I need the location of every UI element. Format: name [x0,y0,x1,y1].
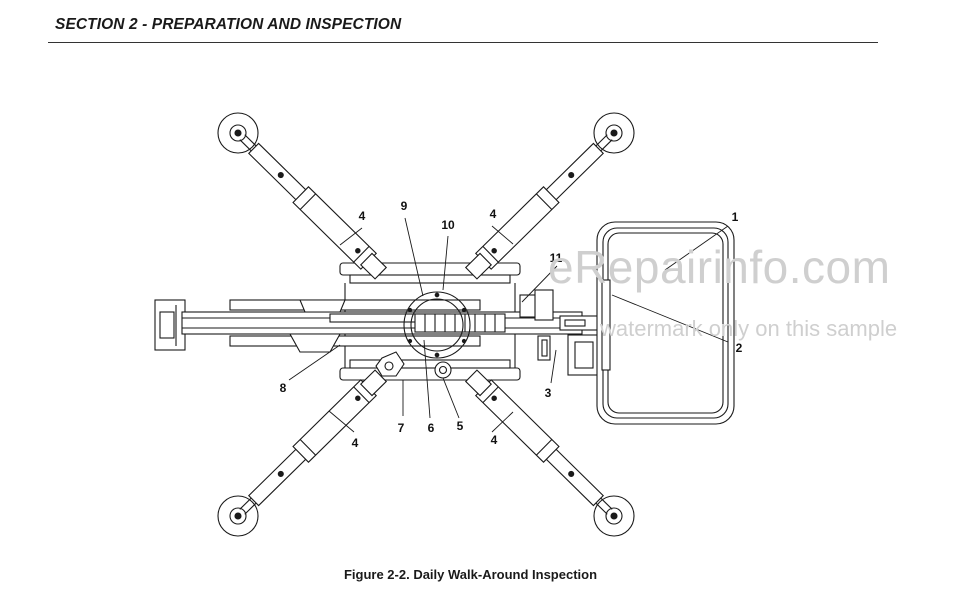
figure-caption-wrap: Figure 2-2. Daily Walk-Around Inspection [0,567,955,582]
callout-3: 3 [545,386,552,400]
callout-7: 7 [398,421,405,435]
hydraulic-fittings [375,351,452,379]
callout-4-upper-left: 4 [359,209,366,223]
callout-5: 5 [457,419,464,433]
callout-2: 2 [736,341,743,355]
callout-labels: 1 2 3 4 4 4 4 5 6 7 8 9 10 11 [280,199,743,450]
header-divider [48,42,878,43]
callout-9: 9 [401,199,408,213]
callout-1: 1 [732,210,739,224]
callout-6: 6 [428,421,435,435]
callout-10: 10 [441,218,455,232]
outrigger-upper-left [209,104,396,288]
section-header: SECTION 2 - PREPARATION AND INSPECTION [55,16,402,33]
callout-4-upper-right: 4 [490,207,497,221]
callout-4-lower-left: 4 [352,436,359,450]
callout-11: 11 [550,251,563,265]
figure-caption: Figure 2-2. Daily Walk-Around Inspection [343,567,598,582]
callout-4-lower-right: 4 [491,433,498,447]
platform-basket [596,221,735,425]
boom-assembly [154,299,606,353]
outrigger-lower-left [209,361,396,545]
turntable [403,291,471,359]
callout-leaders [288,217,729,433]
callout-8: 8 [280,381,287,395]
